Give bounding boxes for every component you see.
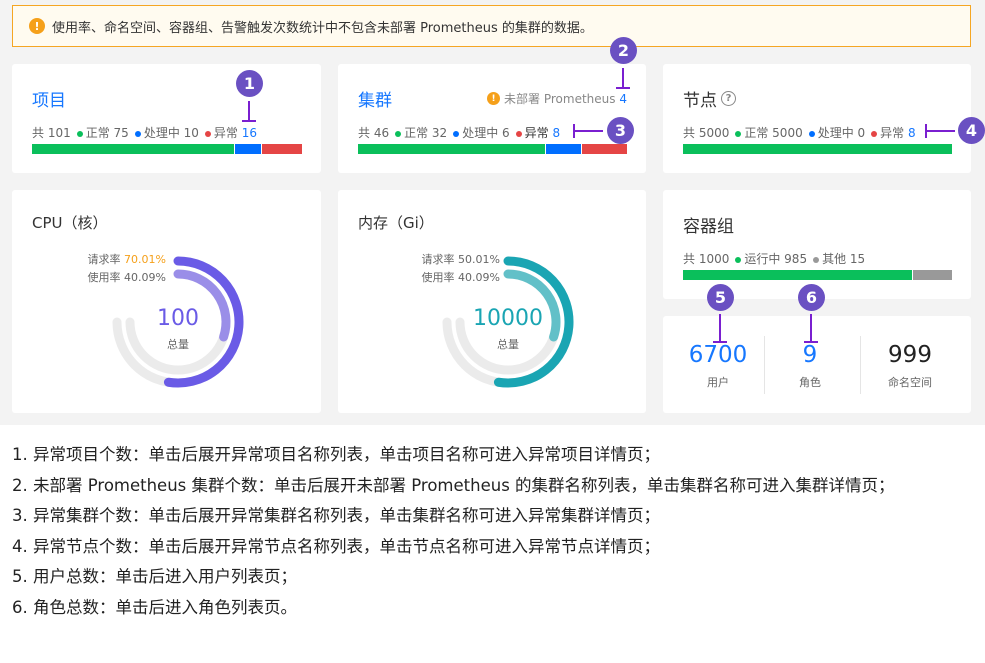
cpu-card: CPU（核） 请求率 70.01% 使用率 40.09% 100 总量 [12, 190, 321, 413]
memory-total-label: 总量 [497, 338, 519, 351]
note-item: 4. 异常节点个数：单击后展开异常节点名称列表，单击节点名称可进入异常节点详情页… [12, 536, 660, 556]
cpu-total-label: 总量 [167, 338, 189, 351]
processing: 处理中 10 [134, 124, 199, 141]
prometheus-alert: ! 使用率、命名空间、容器组、告警触发次数统计中不包含未部署 Prometheu… [12, 5, 971, 47]
memory-request-rate: 请求率 50.01% [421, 253, 500, 266]
annotation-5: 5 [707, 284, 734, 311]
warning-icon: ! [487, 92, 501, 105]
cpu-request-rate: 请求率 70.01% [87, 253, 166, 266]
bar-processing [235, 144, 261, 154]
request-arc [493, 256, 574, 388]
projects-stats: 共 101 正常 75 处理中 10 异常 16 [32, 124, 257, 141]
pods-title: 容器组 [683, 217, 734, 237]
alert-text: 使用率、命名空间、容器组、告警触发次数统计中不包含未部署 Prometheus … [52, 20, 593, 36]
abnormal-projects-link[interactable]: 16 [241, 126, 258, 140]
cpu-usage-rate: 使用率 40.09% [87, 271, 166, 284]
usage-arc [173, 269, 231, 342]
annotation-2: 2 [610, 37, 637, 64]
cpu-gauge [112, 256, 244, 388]
nodes-bar [683, 144, 952, 154]
abnormal-nodes-link[interactable]: 8 [908, 126, 916, 140]
nodes-card: 节点 ? 共 5000 正常 5000 处理中 0 异常 8 [663, 64, 971, 173]
undeployed-clusters-link[interactable]: 4 [619, 91, 627, 106]
annotation-6: 6 [798, 284, 825, 311]
memory-title: 内存（Gi） [358, 214, 434, 232]
projects-card: 项目 共 101 正常 75 处理中 10 异常 16 [12, 64, 321, 173]
annotation-4: 4 [958, 117, 985, 144]
annotation-3: 3 [607, 117, 634, 144]
cpu-total: 100 [157, 306, 199, 331]
bar-normal [32, 144, 234, 154]
clusters-stats: 共 46 正常 32 处理中 6 异常 8 [358, 126, 561, 140]
pods-bar [683, 270, 952, 280]
clusters-card: 集群 ! 未部署 Prometheus 4 共 46 正常 32 处理中 6 异… [338, 64, 646, 173]
undeployed-prometheus: ! 未部署 Prometheus 4 [487, 90, 627, 107]
cpu-title: CPU（核） [32, 214, 108, 232]
bar-abnormal [262, 144, 302, 154]
clusters-title[interactable]: 集群 [358, 91, 392, 111]
pods-card: 容器组 共 1000 运行中 985 其他 15 [663, 190, 971, 299]
note-item: 2. 未部署 Prometheus 集群个数：单击后展开未部署 Promethe… [12, 475, 895, 495]
memory-card: 内存（Gi） 请求率 50.01% 使用率 40.09% 10000 总量 [338, 190, 646, 413]
abnormal-clusters-link[interactable]: 8 [552, 126, 561, 140]
nodes-title: 节点 ? [683, 86, 736, 111]
note-item: 6. 角色总数：单击后进入角色列表页。 [12, 597, 297, 617]
total: 共 101 [32, 126, 71, 140]
usage-arc [503, 269, 561, 342]
clusters-bar [358, 144, 627, 154]
memory-usage-rate: 使用率 40.09% [421, 271, 500, 284]
request-arc [163, 256, 244, 388]
help-icon[interactable]: ? [721, 91, 736, 106]
pods-stats: 共 1000 运行中 985 其他 15 [683, 252, 866, 266]
divider [860, 336, 861, 394]
note-item: 1. 异常项目个数：单击后展开异常项目名称列表，单击项目名称可进入异常项目详情页… [12, 445, 660, 464]
memory-total: 10000 [473, 306, 543, 331]
projects-bar [32, 144, 302, 154]
note-item: 3. 异常集群个数：单击后展开异常集群名称列表，单击集群名称可进入异常集群详情页… [12, 506, 660, 525]
warning-icon: ! [29, 18, 45, 34]
notes-list: 1. 异常项目个数：单击后展开异常项目名称列表，单击项目名称可进入异常项目详情页… [12, 440, 962, 623]
memory-gauge [442, 256, 574, 388]
divider [764, 336, 765, 394]
normal: 正常 75 [76, 124, 129, 141]
annotation-1: 1 [236, 70, 263, 97]
nodes-stats: 共 5000 正常 5000 处理中 0 异常 8 [683, 126, 916, 140]
note-item: 5. 用户总数：单击后进入用户列表页； [12, 567, 297, 586]
projects-title[interactable]: 项目 [32, 91, 66, 111]
abnormal: 异常 16 [204, 124, 258, 141]
